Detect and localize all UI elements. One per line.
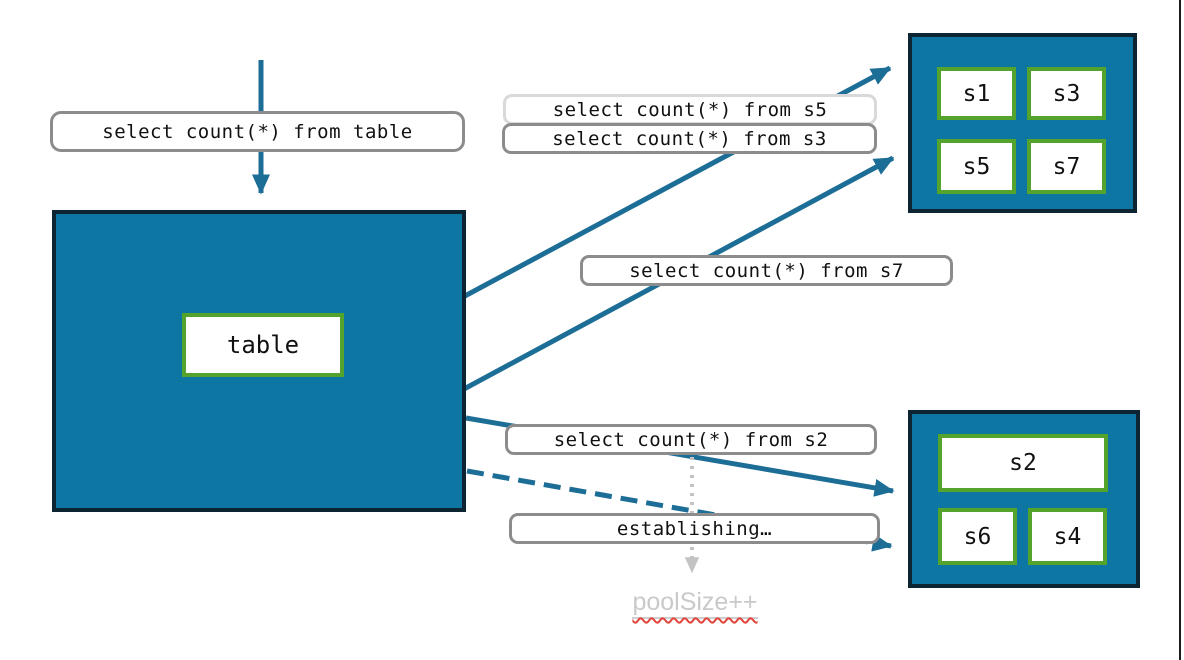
query-label-from-s5: select count(*) from s5 bbox=[503, 94, 877, 125]
query-label-from-s5-text: select count(*) from s5 bbox=[552, 98, 828, 121]
query-label-from-s3: select count(*) from s3 bbox=[502, 123, 877, 154]
arrow-table-to-pool-dashed bbox=[466, 468, 893, 552]
pool-size-note-text: poolSize++ bbox=[632, 588, 758, 619]
shard-cell-s4-text: s4 bbox=[1053, 523, 1082, 550]
shard-cell-s3: s3 bbox=[1027, 67, 1106, 120]
main-table-label-text: table bbox=[226, 331, 300, 359]
shard-cell-s6-text: s6 bbox=[963, 523, 992, 550]
query-label-from-s2: select count(*) from s2 bbox=[505, 424, 877, 455]
establishing-label-text: establishing… bbox=[616, 517, 773, 540]
slide-edge-line bbox=[1179, 0, 1181, 660]
shard-cell-s5-text: s5 bbox=[962, 153, 991, 180]
query-label-from-s3-text: select count(*) from s3 bbox=[552, 127, 827, 150]
main-table-label: table bbox=[182, 313, 344, 377]
shard-cell-s6: s6 bbox=[938, 508, 1017, 565]
query-label-from-s2-text: select count(*) from s2 bbox=[553, 428, 829, 451]
shard-cell-s4: s4 bbox=[1028, 508, 1107, 565]
shard-cell-s2-text: s2 bbox=[1009, 450, 1037, 476]
query-label-from-s7-text: select count(*) from s7 bbox=[629, 259, 904, 282]
shard-group-top: s1 s3 s5 s7 bbox=[908, 33, 1137, 213]
main-table-node: table bbox=[52, 210, 466, 512]
shard-cell-s5: s5 bbox=[937, 139, 1016, 194]
establishing-label: establishing… bbox=[509, 513, 880, 544]
shard-group-bottom: s2 s6 s4 bbox=[908, 410, 1140, 588]
pool-size-note: poolSize++ bbox=[560, 588, 830, 619]
shard-cell-s3-text: s3 bbox=[1052, 80, 1081, 107]
shard-cell-s1-text: s1 bbox=[962, 80, 991, 107]
shard-cell-s1: s1 bbox=[937, 67, 1016, 120]
shard-cell-s7-text: s7 bbox=[1052, 153, 1081, 180]
shard-cell-s7: s7 bbox=[1027, 139, 1106, 194]
query-label-from-table: select count(*) from table bbox=[50, 111, 465, 152]
query-label-from-s7: select count(*) from s7 bbox=[580, 255, 953, 286]
query-label-from-table-text: select count(*) from table bbox=[102, 120, 413, 143]
shard-cell-s2: s2 bbox=[938, 434, 1108, 492]
